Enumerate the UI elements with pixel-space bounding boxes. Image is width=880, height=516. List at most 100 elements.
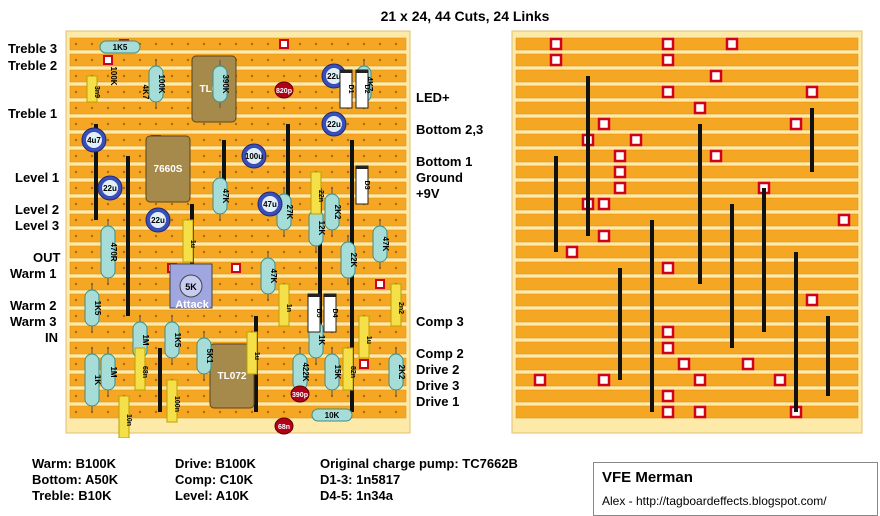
hole (90, 202, 94, 206)
hole (362, 218, 366, 222)
hole (394, 138, 398, 142)
hole (138, 170, 142, 174)
left-strip (69, 133, 407, 147)
hole (250, 202, 254, 206)
label-drive-3: Drive 3 (416, 378, 460, 393)
hole (314, 394, 318, 398)
hole (250, 266, 254, 270)
hole (250, 282, 254, 286)
hole (266, 106, 270, 110)
hole (314, 42, 318, 46)
film-cap-value: 22n (317, 190, 324, 202)
hole (154, 330, 158, 334)
hole (106, 410, 110, 414)
hole (330, 282, 334, 286)
hole (218, 234, 222, 238)
hole (74, 362, 78, 366)
hole (298, 314, 302, 318)
credit-link[interactable]: Alex - http://tagboardeffects.blogspot.c… (602, 494, 827, 508)
hole (234, 170, 238, 174)
hole (122, 266, 126, 270)
track-cut (789, 117, 803, 131)
hole (346, 330, 350, 334)
hole (202, 138, 206, 142)
resistor-1k5-b-value: 1K5 (93, 301, 102, 316)
hole (298, 122, 302, 126)
hole (106, 90, 110, 94)
hole (122, 314, 126, 318)
hole (266, 138, 270, 142)
resistor-47k-b: 47K (372, 220, 390, 268)
hole (298, 250, 302, 254)
right-strip (515, 117, 859, 131)
left-strip (69, 229, 407, 243)
ic-7660s (145, 135, 191, 203)
hole (394, 106, 398, 110)
hole (362, 266, 366, 270)
hole (74, 266, 78, 270)
right-strip (515, 261, 859, 275)
hole (186, 58, 190, 62)
label-treble-1: Treble 1 (8, 106, 58, 121)
hole (202, 218, 206, 222)
hole (154, 282, 158, 286)
hole (234, 314, 238, 318)
hole (378, 138, 382, 142)
label-in: IN (45, 330, 58, 345)
hole (138, 394, 142, 398)
track-cut (661, 53, 675, 67)
resistor-2k2-b: 2K2 (388, 348, 406, 396)
hole (314, 378, 318, 382)
label-9v: +9V (416, 186, 440, 201)
hole (298, 282, 302, 286)
right-strip (515, 53, 859, 67)
track-cut (661, 325, 675, 339)
resistor-22k-value: 22K (349, 253, 358, 268)
hole (282, 106, 286, 110)
right-strip (515, 197, 859, 211)
diode-label: D4 (331, 309, 338, 318)
resistor-100k-b-value: 100K (157, 74, 166, 93)
note-comp: Comp: C10K (175, 472, 254, 487)
hole (138, 122, 142, 126)
track-cut (613, 149, 627, 163)
hole (330, 138, 334, 142)
hole (154, 122, 158, 126)
hole (378, 346, 382, 350)
hole (170, 122, 174, 126)
resistor-1k5-b: 1K5 (84, 284, 102, 332)
track-cut (597, 197, 611, 211)
hole (314, 74, 318, 78)
label-level-2: Level 2 (15, 202, 60, 217)
hole (234, 202, 238, 206)
hole (346, 170, 350, 174)
hole (170, 202, 174, 206)
hole (106, 122, 110, 126)
hole (138, 58, 142, 62)
hole (122, 250, 126, 254)
resistor-390k-value: 390K (221, 74, 230, 93)
track-cut (741, 357, 755, 371)
label-level-1: Level 1 (15, 170, 60, 185)
electrolytic-cap: 22u (145, 207, 171, 233)
hole (394, 122, 398, 126)
hole (154, 346, 158, 350)
resistor-47k-c: 47K (260, 252, 278, 300)
hole (298, 298, 302, 302)
electrolytic-cap: 4u7 (81, 127, 107, 153)
hole (122, 186, 126, 190)
hole (90, 250, 94, 254)
film-cap-value: 1n (285, 304, 292, 312)
resistor-1k5-c: 1K5 (164, 316, 182, 364)
hole (154, 394, 158, 398)
label-warm-1: Warm 1 (10, 266, 57, 281)
track-cut (661, 389, 675, 403)
hole (154, 202, 158, 206)
track-cut (565, 245, 579, 259)
hole (362, 250, 366, 254)
note-drive: Drive: B100K (175, 456, 256, 471)
hole (234, 410, 238, 414)
hole (74, 42, 78, 46)
film-cap: 3n9 (86, 75, 100, 103)
hole (394, 186, 398, 190)
